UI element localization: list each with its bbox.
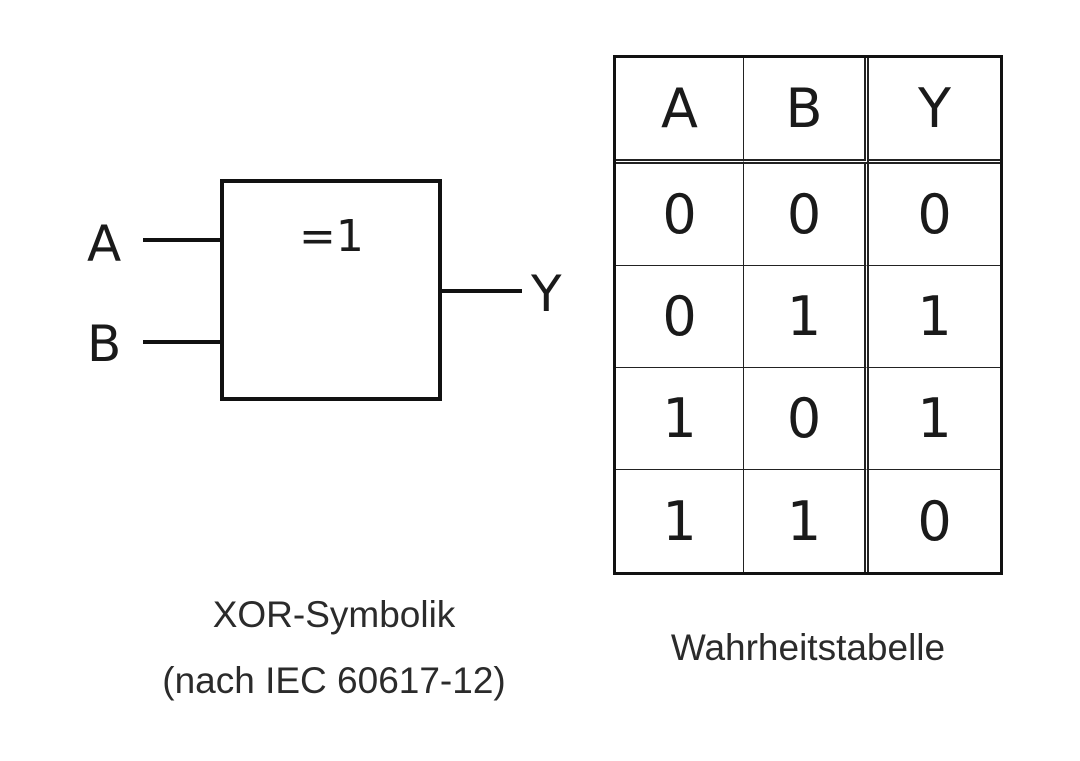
table-row: 1 1 0 — [616, 470, 1000, 572]
table-caption: Wahrheitstabelle — [670, 627, 946, 668]
cell-b: 1 — [744, 266, 869, 368]
truth-table: A B Y 0 0 0 0 1 1 1 0 1 1 1 0 — [613, 55, 1003, 575]
input-a-label: A — [87, 215, 121, 273]
xor-gate-symbol: A B Y =1 — [87, 179, 562, 401]
input-b-label: B — [87, 315, 121, 373]
table-row: 0 0 0 — [616, 164, 1000, 266]
symbol-caption-standard: (nach IEC 60617-12) — [162, 660, 506, 701]
cell-y: 1 — [869, 266, 1000, 368]
cell-y: 1 — [869, 368, 1000, 470]
cell-a: 1 — [616, 470, 744, 572]
cell-b: 0 — [744, 368, 869, 470]
gate-function-label: =1 — [299, 211, 364, 262]
table-row: 1 0 1 — [616, 368, 1000, 470]
table-row: 0 1 1 — [616, 266, 1000, 368]
header-y: Y — [869, 58, 1000, 164]
cell-a: 1 — [616, 368, 744, 470]
header-a: A — [616, 58, 744, 164]
output-y-label: Y — [530, 265, 562, 323]
cell-y: 0 — [869, 164, 1000, 266]
truth-table-header-row: A B Y — [616, 58, 1000, 164]
cell-b: 1 — [744, 470, 869, 572]
cell-a: 0 — [616, 266, 744, 368]
header-b: B — [744, 58, 869, 164]
cell-y: 0 — [917, 489, 952, 553]
cell-b: 0 — [744, 164, 869, 266]
symbol-caption-title: XOR-Symbolik — [212, 594, 456, 635]
cell-a: 0 — [616, 164, 744, 266]
